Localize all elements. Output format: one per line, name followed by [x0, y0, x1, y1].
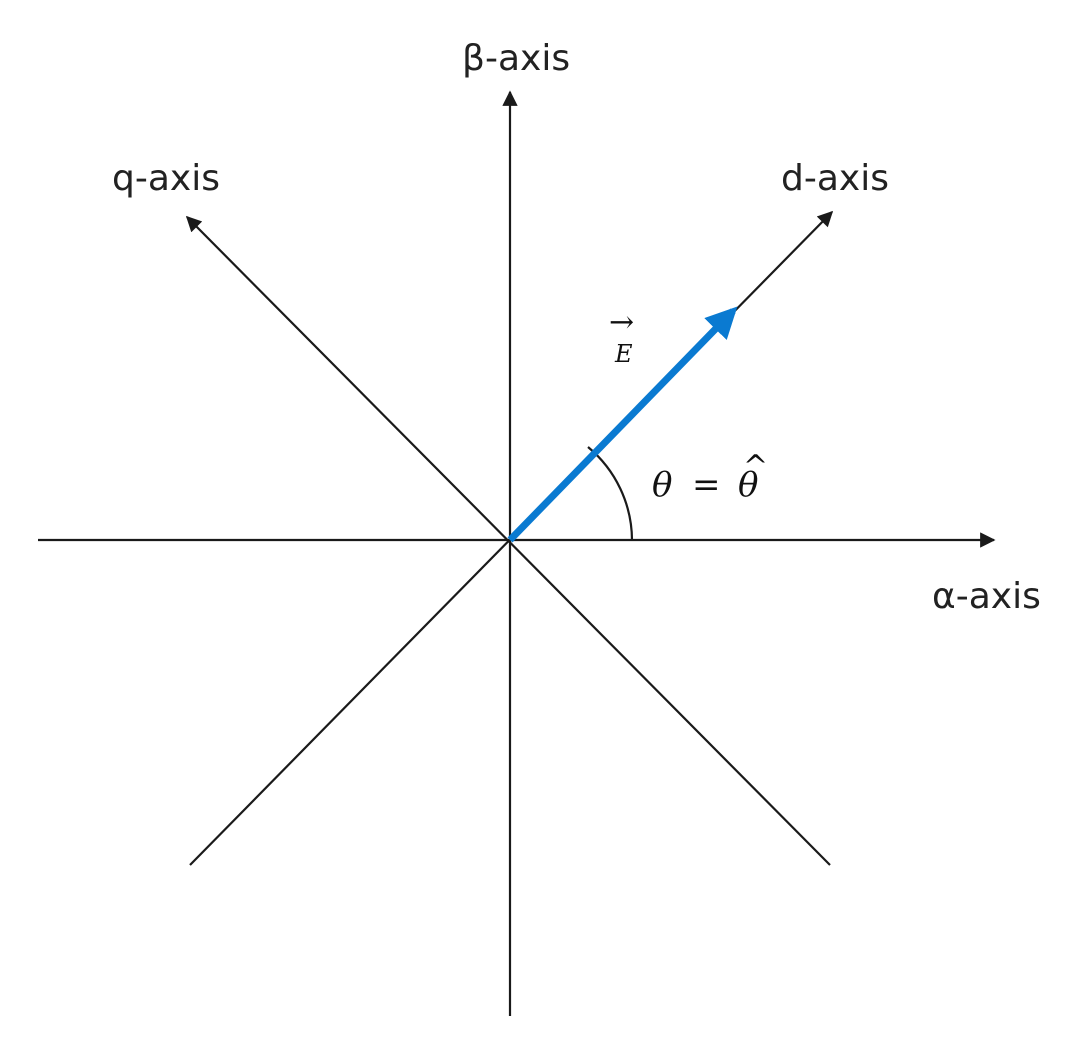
- q-axis-line: [185, 215, 831, 866]
- vector-e-overarrow: →: [609, 305, 634, 340]
- vector-e-arrow: [507, 306, 738, 543]
- alpha-axis-label: α-axis: [932, 576, 1041, 617]
- vector-e-label: E: [614, 340, 633, 368]
- q-axis-label: q-axis: [112, 158, 220, 199]
- angle-equals-sign: =: [692, 465, 721, 505]
- theta-hat-caret: ^: [743, 449, 768, 484]
- angle-theta-label: θ: [652, 465, 672, 505]
- angle-arc: [587, 446, 634, 541]
- beta-axis-label: β-axis: [462, 38, 570, 79]
- d-axis-label: d-axis: [781, 158, 889, 199]
- angle-theta-hat-label: θ: [738, 465, 758, 505]
